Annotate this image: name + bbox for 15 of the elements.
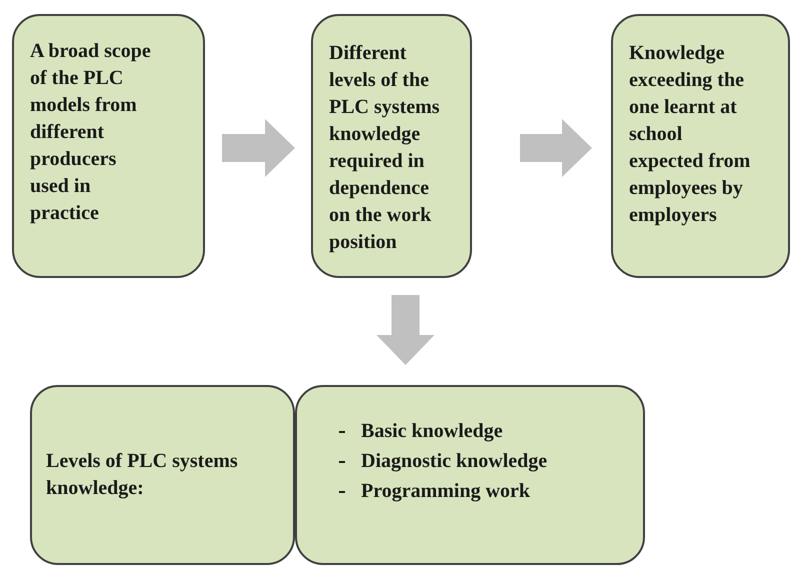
process-box bbox=[311, 14, 472, 278]
block-arrow bbox=[222, 119, 295, 177]
node-text: A broad scope of the PLC models from different producers used in practice bbox=[30, 39, 152, 226]
list-item: Programming work bbox=[361, 479, 530, 504]
node-text: Levels of PLC systems knowledge: bbox=[46, 449, 239, 501]
node-text: Different levels of the PLC systems knowledge required in dependence on the work position bbox=[329, 41, 441, 255]
block-arrow bbox=[376, 295, 434, 365]
block-arrow bbox=[520, 119, 592, 177]
node-text: Knowledge exceeding the one learnt at school expected from employees by employers bbox=[629, 41, 752, 228]
process-box bbox=[12, 14, 205, 278]
list-item: Diagnostic knowledge bbox=[361, 449, 548, 474]
process-box bbox=[30, 385, 295, 565]
process-box bbox=[295, 385, 645, 565]
process-box bbox=[611, 14, 790, 278]
list-item: Basic knowledge bbox=[361, 419, 503, 444]
